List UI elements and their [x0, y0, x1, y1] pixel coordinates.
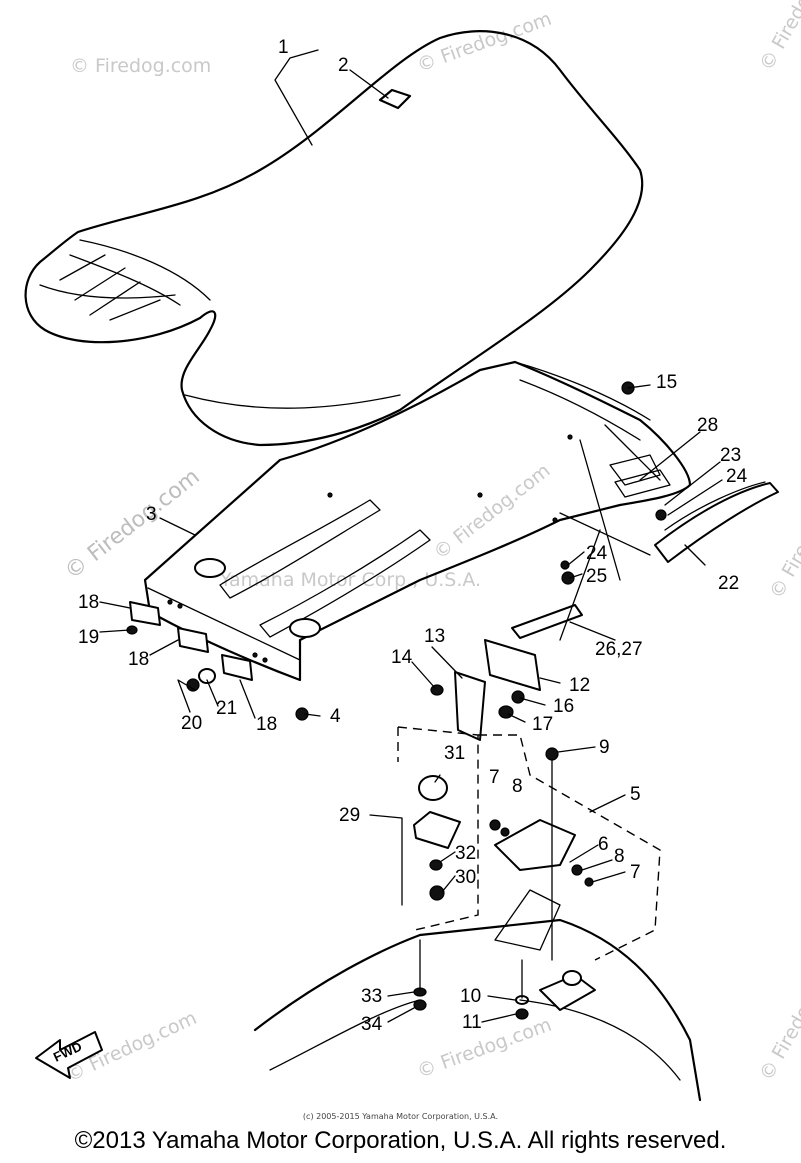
callout-13: 13 — [424, 626, 445, 647]
callout-numbers: 1 2 3 4 5 6 7 7 8 8 9 10 11 12 13 14 15 … — [78, 37, 748, 1035]
watermark-center: © Firedog.com — [430, 460, 555, 564]
hull-section — [253, 889, 702, 1102]
callout-25: 25 — [586, 566, 607, 587]
callout-7b: 7 — [630, 862, 641, 883]
callout-8a: 8 — [512, 776, 523, 797]
callout-16: 16 — [553, 696, 574, 717]
callout-18a: 18 — [78, 592, 99, 613]
callout-10: 10 — [460, 986, 481, 1007]
callout-3: 3 — [146, 504, 157, 525]
callout-26-27: 26,27 — [595, 639, 643, 660]
watermark-top-left: © Firedog.com — [70, 55, 211, 77]
callout-24a: 24 — [726, 466, 748, 487]
callout-30: 30 — [455, 867, 476, 888]
lower-latch-assembly — [397, 726, 479, 931]
callout-9: 9 — [599, 737, 610, 758]
callout-24b: 24 — [586, 543, 608, 564]
callout-32: 32 — [455, 843, 476, 864]
callout-8b: 8 — [614, 846, 625, 867]
callout-7a: 7 — [489, 767, 500, 788]
callout-1: 1 — [278, 37, 289, 58]
callout-34: 34 — [361, 1014, 383, 1035]
latch-assembly — [478, 734, 661, 961]
watermark-bottom-right: © Firedog.com — [755, 951, 801, 1084]
callout-6: 6 — [598, 834, 609, 855]
callout-33: 33 — [361, 986, 382, 1007]
callout-11: 11 — [462, 1012, 482, 1033]
callout-18c: 18 — [256, 714, 277, 735]
seat-strap — [654, 481, 779, 563]
callout-29: 29 — [339, 805, 360, 826]
watermark-center-long: Yamaha Motor Corp., U.S.A. — [219, 569, 481, 591]
forward-arrow: FWD — [35, 1031, 103, 1079]
callout-20: 20 — [181, 713, 202, 734]
copyright-notice: ©2013 Yamaha Motor Corporation, U.S.A. A… — [74, 1127, 727, 1154]
callout-4: 4 — [330, 706, 341, 727]
callout-31: 31 — [444, 743, 465, 764]
callout-21: 21 — [216, 698, 237, 719]
callout-18b: 18 — [128, 649, 149, 670]
watermark-top-right: © Firedog.com — [755, 0, 801, 75]
callout-15: 15 — [656, 372, 677, 393]
decal-area — [559, 439, 671, 641]
callout-17: 17 — [532, 714, 553, 735]
callout-5: 5 — [630, 784, 641, 805]
callout-19: 19 — [78, 627, 99, 648]
side-brackets — [129, 601, 253, 681]
callout-14: 14 — [391, 647, 413, 668]
callout-12: 12 — [569, 675, 590, 696]
watermark-bottom-middle: © Firedog.com — [414, 1014, 554, 1083]
small-copyright-line: (c) 2005-2015 Yamaha Motor Corporation, … — [302, 1112, 499, 1121]
callout-22: 22 — [718, 573, 739, 594]
seat-base — [143, 360, 692, 682]
callout-23: 23 — [720, 445, 741, 466]
callout-2: 2 — [338, 55, 349, 76]
watermark-left-large: © Firedog.com — [60, 464, 204, 584]
hinge-assembly — [430, 639, 541, 741]
latch-plate — [511, 604, 583, 639]
watermark-top-middle: © Firedog.com — [414, 8, 554, 77]
callout-28: 28 — [697, 415, 718, 436]
seat-cushion — [24, 30, 644, 447]
fasteners — [126, 381, 667, 1020]
leader-lines — [99, 49, 723, 1023]
